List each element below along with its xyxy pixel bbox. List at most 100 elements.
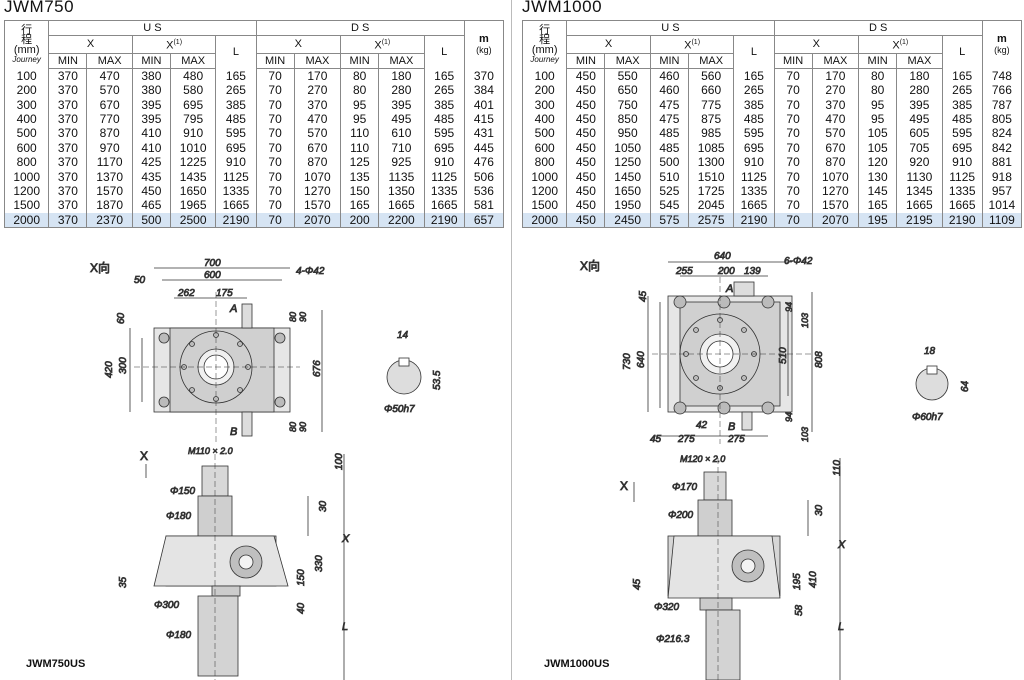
table-cell: 2045 xyxy=(687,198,735,213)
label-b: B xyxy=(230,426,237,438)
table-cell: 370 xyxy=(811,97,860,112)
dim-275a: 275 xyxy=(677,434,695,445)
us-l-header: L xyxy=(733,35,775,69)
table-cell: 95 xyxy=(858,111,898,127)
table-cell: 300 xyxy=(3,97,50,112)
dim-key: 18 xyxy=(924,346,936,357)
table-cell: 395 xyxy=(896,97,943,112)
table-cell: 575 xyxy=(649,212,689,228)
table-cell: 1870 xyxy=(86,198,133,213)
model-label: JWM750US xyxy=(26,658,86,670)
table-cell: 1570 xyxy=(811,198,860,213)
table-cell: 2000 xyxy=(3,212,50,228)
table-cell: 400 xyxy=(3,111,50,127)
dim-80a: 80 xyxy=(288,312,298,322)
table-cell: 370 xyxy=(48,111,88,127)
model-label: JWM1000US xyxy=(544,658,610,670)
table-cell: 165 xyxy=(858,198,898,213)
table-cell: 595 xyxy=(215,126,257,141)
table-cell: 370 xyxy=(48,198,88,213)
jwm1000-panel: JWM1000 行程 (mm)Journey U S D S m(kg) X X… xyxy=(521,0,1024,680)
table-cell: 100 xyxy=(3,68,50,84)
table-cell: 450 xyxy=(566,68,606,84)
table-cell: 476 xyxy=(463,155,505,170)
us-l-header: L xyxy=(215,35,257,69)
dim-x: X xyxy=(341,533,350,545)
input-shaft-b xyxy=(241,411,253,437)
table-cell: 125 xyxy=(340,155,380,170)
table-cell: 400 xyxy=(521,111,568,127)
table-cell: 1665 xyxy=(423,198,465,213)
table-cell: 2190 xyxy=(941,212,983,228)
dim-330: 330 xyxy=(314,555,325,572)
table-cell: 795 xyxy=(169,111,217,127)
table-cell: 460 xyxy=(649,68,689,84)
dim-420: 420 xyxy=(104,361,115,378)
table-cell: 70 xyxy=(773,126,813,141)
table-cell: 485 xyxy=(215,111,257,127)
table-cell: 80 xyxy=(858,83,898,98)
table-cell: 550 xyxy=(604,68,651,84)
table-cell: 1965 xyxy=(169,198,217,213)
table-cell: 370 xyxy=(48,83,88,98)
dim-shaft: Φ50h7 xyxy=(384,404,415,415)
table-cell: 70 xyxy=(255,198,295,213)
label-a: A xyxy=(229,303,237,315)
table-cell: 480 xyxy=(169,68,217,84)
table-cell: 450 xyxy=(566,83,606,98)
dim-d320: Φ320 xyxy=(654,602,679,613)
us-header: U S xyxy=(48,20,257,36)
table-cell: 506 xyxy=(463,169,505,184)
ds-x1-header: X(1) xyxy=(858,35,943,54)
screw-cover xyxy=(697,499,733,537)
panel-title: JWM750 xyxy=(4,0,75,16)
table-cell: 842 xyxy=(981,140,1023,155)
protection-tube xyxy=(705,609,741,680)
table-cell: 1500 xyxy=(3,198,50,213)
dim-35: 35 xyxy=(118,576,129,588)
table-cell: 485 xyxy=(733,111,775,127)
table-cell: 695 xyxy=(941,140,983,155)
table-cell: 470 xyxy=(293,111,342,127)
stroke-header: 行程 (mm)Journey xyxy=(521,20,568,69)
table-cell: 2000 xyxy=(521,212,568,228)
table-cell: 910 xyxy=(941,155,983,170)
table-cell: 395 xyxy=(131,111,171,127)
table-cell: 580 xyxy=(169,83,217,98)
table-cell: 380 xyxy=(131,83,171,98)
table-cell: 1570 xyxy=(293,198,342,213)
table-cell: 70 xyxy=(773,97,813,112)
table-cell: 660 xyxy=(687,83,735,98)
table-cell: 70 xyxy=(773,140,813,155)
table-cell: 1665 xyxy=(941,198,983,213)
table-cell: 70 xyxy=(773,155,813,170)
table-cell: 1135 xyxy=(378,169,425,184)
table-cell: 670 xyxy=(293,140,342,155)
dim-94a: 94 xyxy=(784,302,794,312)
table-cell: 384 xyxy=(463,83,505,98)
table-cell: 470 xyxy=(811,111,860,127)
table-cell: 280 xyxy=(896,83,943,98)
table-cell: 800 xyxy=(521,155,568,170)
spec-table: 行程 (mm)Journey U S D S m(kg) X X(1) L X … xyxy=(521,20,1023,228)
table-cell: 485 xyxy=(649,126,689,141)
table-cell: 1125 xyxy=(423,169,465,184)
table-cell: 1050 xyxy=(604,140,651,155)
table-cell: 370 xyxy=(463,68,505,84)
table-cell: 445 xyxy=(463,140,505,155)
table-cell: 70 xyxy=(255,83,295,98)
max-header: MAX xyxy=(169,52,217,69)
table-cell: 1335 xyxy=(423,183,465,199)
dim-d180-tube: Φ180 xyxy=(166,630,191,641)
dim-808: 808 xyxy=(814,351,825,368)
table-cell: 850 xyxy=(604,111,651,127)
